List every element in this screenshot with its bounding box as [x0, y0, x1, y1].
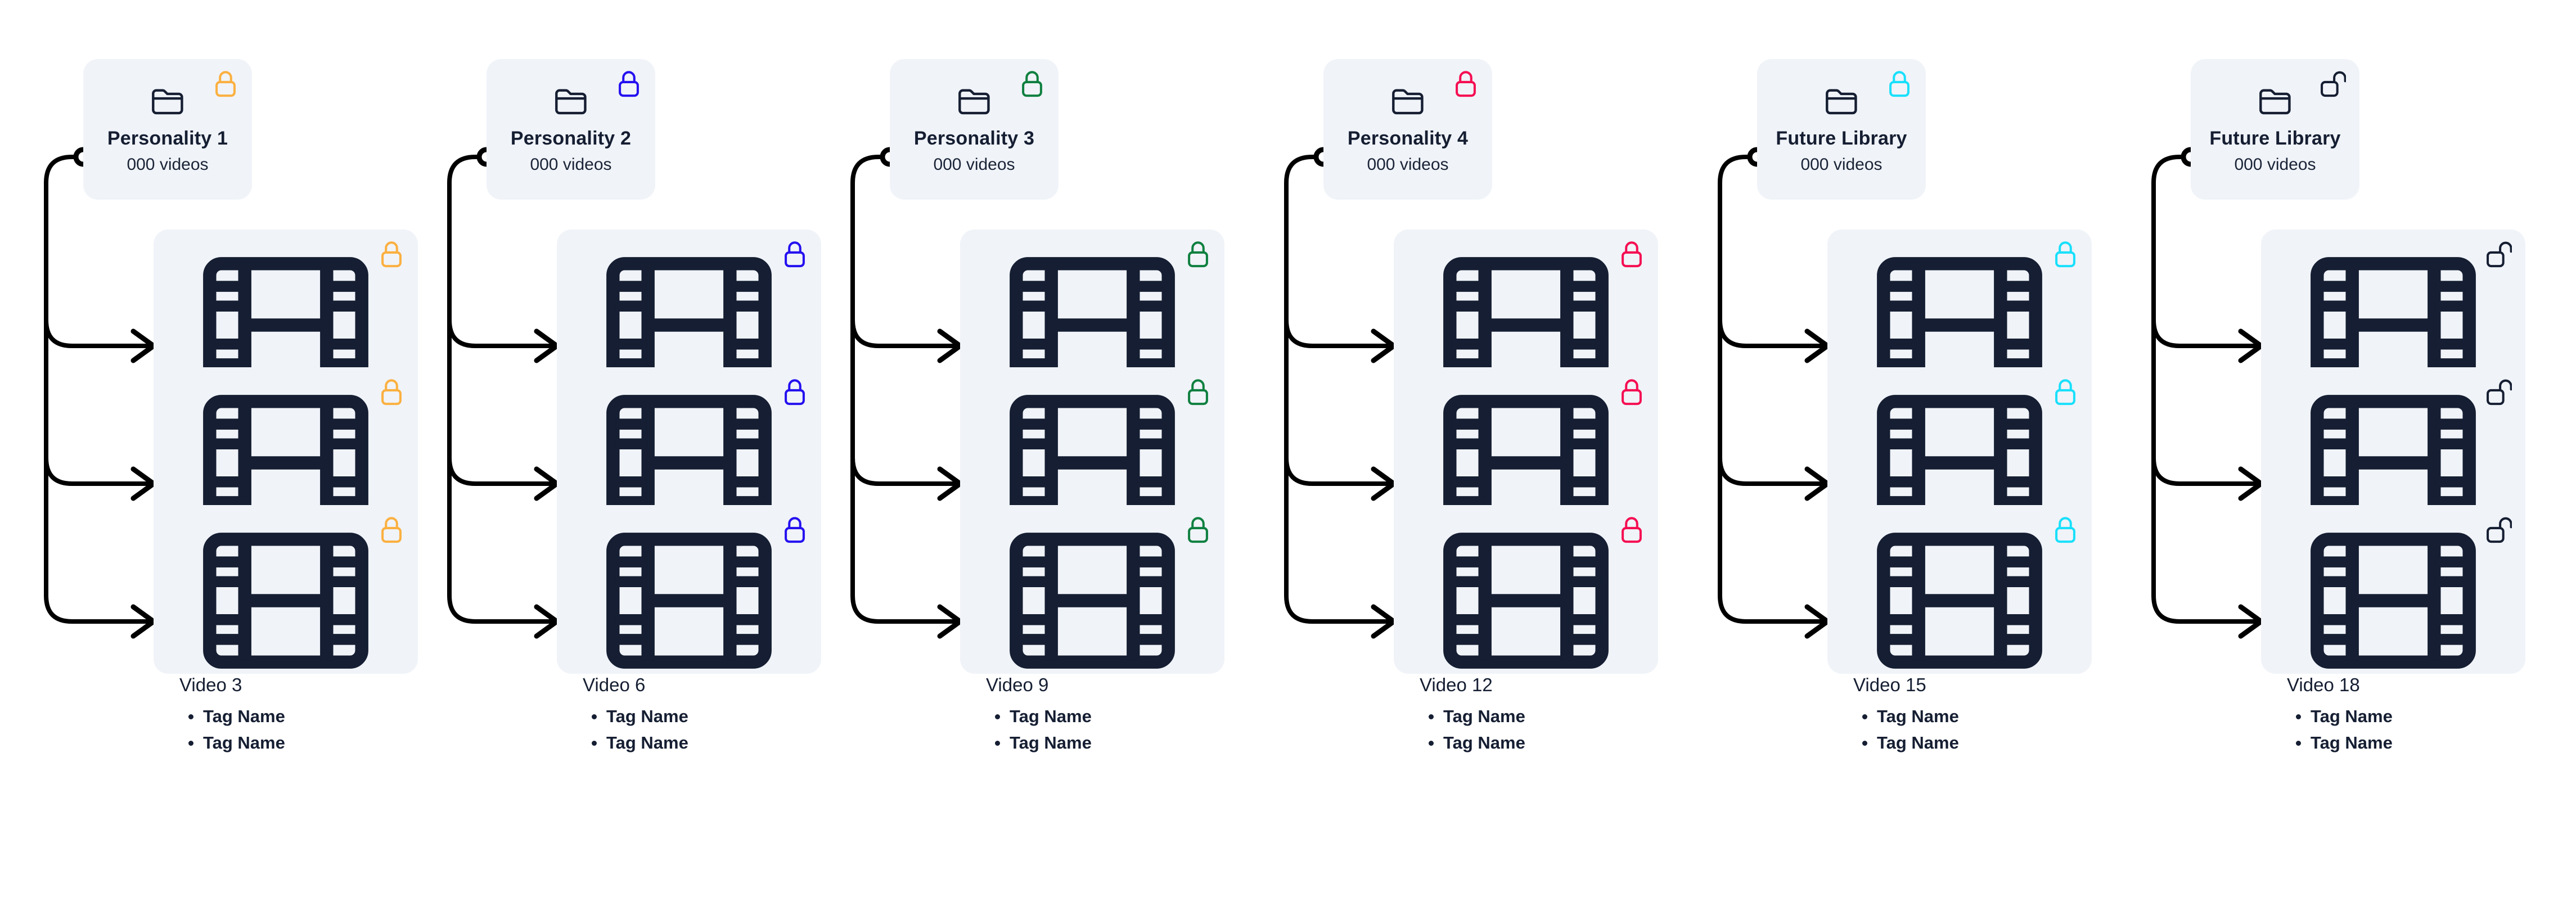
video-tag[interactable]: Tag Name	[995, 729, 1199, 756]
personality-title: Future Library	[1776, 128, 1907, 149]
film-icon	[986, 528, 1199, 674]
folder-icon	[553, 86, 588, 116]
lock-closed-icon[interactable]	[1619, 240, 1645, 269]
personality-card[interactable]: Personality 1 000 videos	[83, 59, 252, 200]
lock-open-icon[interactable]	[2486, 240, 2512, 269]
personality-card[interactable]: Personality 2 000 videos	[487, 59, 655, 200]
personality-card[interactable]: Future Library 000 videos	[1757, 59, 1926, 200]
video-title: Video 18	[2287, 674, 2360, 695]
folder-icon	[2258, 86, 2293, 116]
lock-open-icon[interactable]	[2486, 377, 2512, 407]
lock-closed-icon[interactable]	[2052, 240, 2078, 269]
folder-icon	[1390, 86, 1425, 116]
personality-title: Personality 1	[107, 128, 228, 149]
video-title: Video 9	[986, 674, 1049, 695]
personality-title: Personality 4	[1347, 128, 1469, 149]
lock-closed-icon[interactable]	[1185, 240, 1211, 269]
video-tag[interactable]: Tag Name	[188, 703, 392, 729]
film-icon	[1853, 528, 2066, 674]
film-icon	[2287, 252, 2500, 398]
video-tag[interactable]: Tag Name	[2296, 703, 2500, 729]
lock-closed-icon[interactable]	[1453, 69, 1479, 98]
video-tag[interactable]: Tag Name	[1429, 703, 1632, 729]
video-tag[interactable]: Tag Name	[592, 729, 795, 756]
lock-closed-icon[interactable]	[379, 377, 404, 407]
lock-closed-icon[interactable]	[616, 69, 642, 98]
lock-closed-icon[interactable]	[213, 69, 238, 98]
video-title: Video 12	[1420, 674, 1493, 695]
personality-video-count: 000 videos	[2234, 155, 2316, 174]
personality-title: Personality 3	[913, 128, 1035, 149]
personality-video-count: 000 videos	[530, 155, 612, 174]
lock-closed-icon[interactable]	[2052, 515, 2078, 544]
personality-video-count: 000 videos	[1367, 155, 1449, 174]
film-icon	[583, 528, 795, 674]
personality-video-count: 000 videos	[933, 155, 1015, 174]
personality-video-count: 000 videos	[127, 155, 209, 174]
lock-closed-icon[interactable]	[1185, 515, 1211, 544]
lock-closed-icon[interactable]	[1619, 515, 1645, 544]
lock-closed-icon[interactable]	[1019, 69, 1045, 98]
video-tag[interactable]: Tag Name	[188, 729, 392, 756]
lock-closed-icon[interactable]	[782, 240, 808, 269]
lock-closed-icon[interactable]	[1619, 377, 1645, 407]
lock-open-icon[interactable]	[2486, 515, 2512, 544]
film-icon	[1853, 390, 2066, 536]
personality-card[interactable]: Future Library 000 videos	[2191, 59, 2359, 200]
lock-closed-icon[interactable]	[782, 377, 808, 407]
folder-icon	[150, 86, 185, 116]
video-tag[interactable]: Tag Name	[995, 703, 1199, 729]
film-icon	[1420, 528, 1632, 674]
personality-card[interactable]: Personality 4 000 videos	[1323, 59, 1492, 200]
video-title: Video 3	[179, 674, 242, 695]
folder-icon	[957, 86, 992, 116]
video-tag[interactable]: Tag Name	[2296, 729, 2500, 756]
lock-closed-icon[interactable]	[1185, 377, 1211, 407]
video-tag[interactable]: Tag Name	[1862, 703, 2066, 729]
video-title: Video 15	[1853, 674, 1926, 695]
lock-closed-icon[interactable]	[379, 240, 404, 269]
video-tag[interactable]: Tag Name	[1862, 729, 2066, 756]
folder-icon	[1824, 86, 1859, 116]
personality-video-count: 000 videos	[1800, 155, 1883, 174]
lock-open-icon[interactable]	[2320, 69, 2346, 98]
film-icon	[2287, 528, 2500, 674]
film-icon	[179, 528, 392, 674]
lock-closed-icon[interactable]	[782, 515, 808, 544]
personality-title: Personality 2	[510, 128, 632, 149]
personality-title: Future Library	[2209, 128, 2341, 149]
video-title: Video 6	[583, 674, 646, 695]
personality-card[interactable]: Personality 3 000 videos	[890, 59, 1059, 200]
video-tag[interactable]: Tag Name	[1429, 729, 1632, 756]
lock-closed-icon[interactable]	[1886, 69, 1912, 98]
lock-closed-icon[interactable]	[2052, 377, 2078, 407]
lock-closed-icon[interactable]	[379, 515, 404, 544]
video-tag[interactable]: Tag Name	[592, 703, 795, 729]
